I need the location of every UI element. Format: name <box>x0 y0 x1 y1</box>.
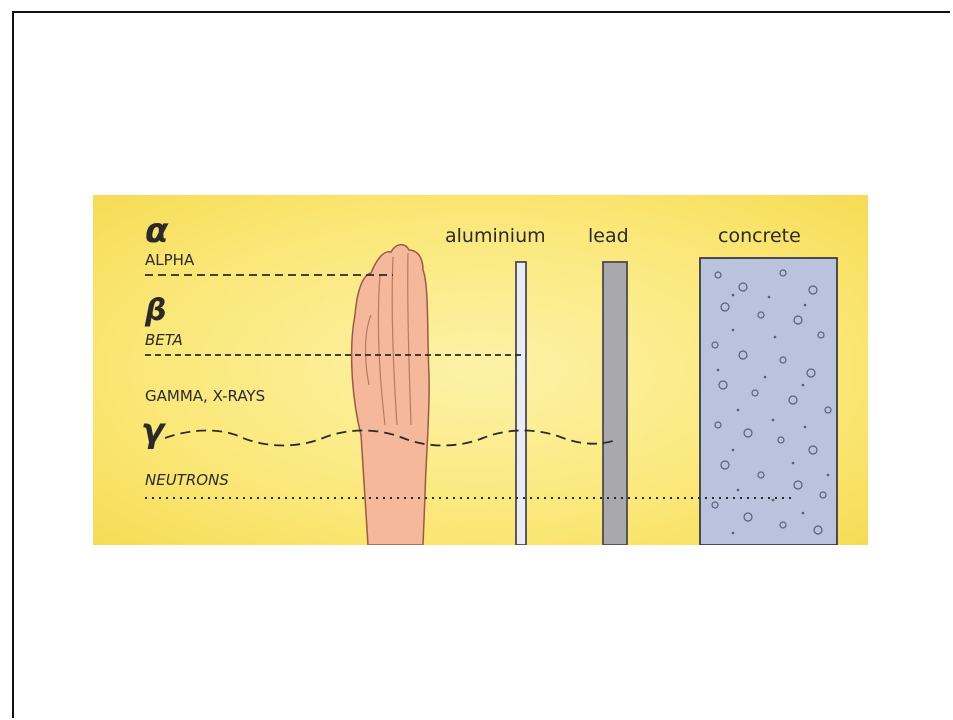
diagram-canvas: α ALPHA β BETA GAMMA, X-RAYS γ NEUTRONS … <box>93 195 868 545</box>
lead-label: lead <box>588 225 629 247</box>
radiation-penetration-diagram: α ALPHA β BETA GAMMA, X-RAYS γ NEUTRONS … <box>93 195 868 545</box>
beta-label: BETA <box>145 331 183 349</box>
aluminium-label: aluminium <box>445 225 546 247</box>
concrete-block <box>700 258 837 545</box>
alpha-label: ALPHA <box>145 251 195 269</box>
neutrons-label: NEUTRONS <box>145 471 229 489</box>
lead-sheet <box>603 262 627 545</box>
beta-symbol: β <box>144 293 166 328</box>
gamma-label: GAMMA, X-RAYS <box>145 387 265 405</box>
concrete-label: concrete <box>718 225 801 247</box>
gamma-symbol: γ <box>141 411 167 451</box>
aluminium-sheet <box>516 262 526 545</box>
alpha-symbol: α <box>145 211 169 251</box>
